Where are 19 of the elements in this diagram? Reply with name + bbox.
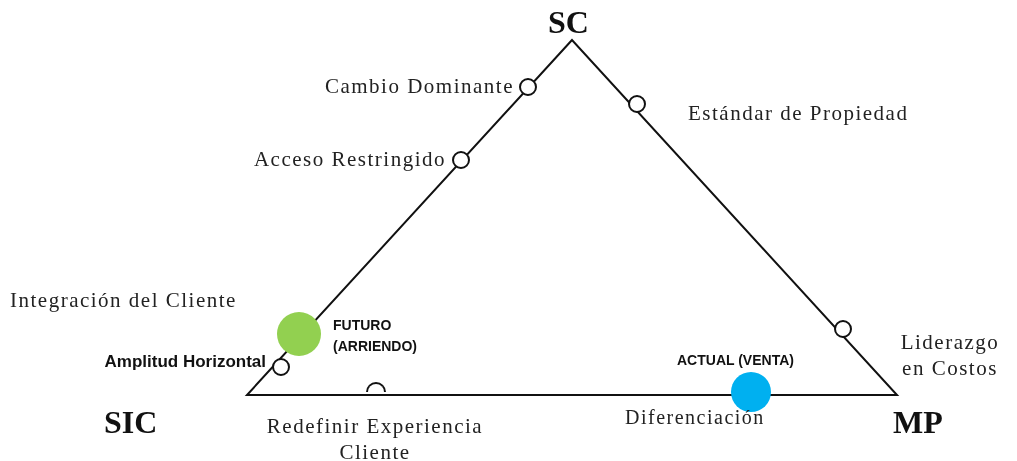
point-label: Cambio Dominante — [324, 74, 514, 99]
point-label: Diferenciación — [625, 406, 765, 429]
point-label: ACTUAL (VENTA) — [677, 352, 794, 369]
point-circle — [519, 78, 537, 96]
point-label: FUTURO (ARRIENDO) — [333, 316, 418, 356]
point-label: Integración del Cliente — [10, 288, 237, 313]
vertex-label: SIC — [104, 404, 158, 441]
point-label: Liderazgo en Costos — [899, 330, 1001, 382]
vertex-label: SC — [548, 4, 589, 41]
point-label: Amplitud Horizontal — [104, 352, 266, 372]
point-label: Acceso Restringido — [253, 147, 446, 172]
point-circle — [452, 151, 470, 169]
point-label: Estándar de Propiedad — [688, 101, 909, 126]
point-circle — [834, 320, 852, 338]
point-circle — [272, 358, 290, 376]
point-circle — [628, 95, 646, 113]
point-label: Redefinir Experiencia Cliente — [265, 414, 485, 461]
marker-dot — [277, 312, 321, 356]
vertex-label: MP — [893, 404, 943, 441]
